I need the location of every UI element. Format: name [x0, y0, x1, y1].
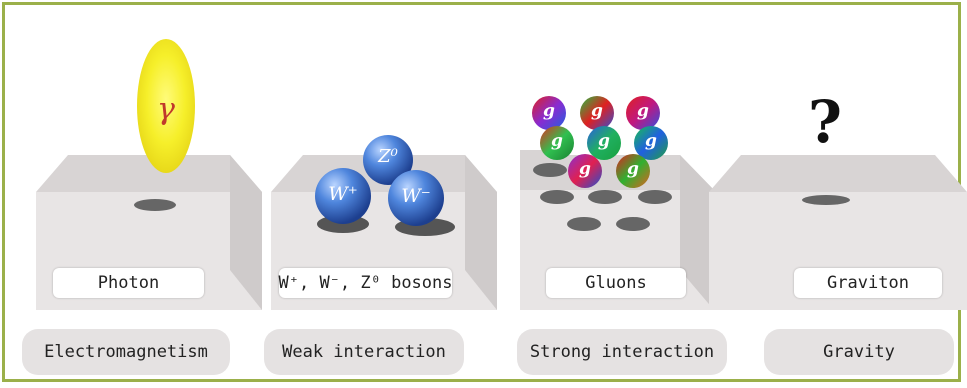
boson-w-plus [315, 168, 371, 224]
gluon-symbol: g [579, 159, 591, 179]
interaction-strong: Strong interaction [517, 329, 727, 375]
boson-w-minus [388, 170, 444, 226]
gluon-symbol: g [627, 159, 639, 179]
particle-label-graviton: Graviton [794, 268, 942, 298]
interaction-gravity: Gravity [764, 329, 954, 375]
interaction-electromagnetism: Electromagnetism [22, 329, 230, 375]
gluon-symbol: g [551, 131, 563, 151]
gluon-symbol: g [543, 101, 555, 121]
w-plus-symbol: W⁺ [328, 183, 358, 205]
w-minus-symbol: W⁻ [401, 185, 431, 207]
gluon [634, 126, 668, 160]
particle-label-gluons: Gluons [546, 268, 686, 298]
gluon [540, 126, 574, 160]
photon-symbol: γ [157, 92, 175, 127]
particle-label-photon: Photon [53, 268, 204, 298]
photon-particle [137, 39, 195, 173]
boson-z [363, 135, 413, 185]
gluon [626, 96, 660, 130]
gluon [587, 126, 621, 160]
gluon [532, 96, 566, 130]
gluon-symbol: g [645, 131, 657, 151]
interaction-weak: Weak interaction [264, 329, 464, 375]
gluon [616, 154, 650, 188]
gluon-cluster [532, 96, 668, 188]
gluon-symbol: g [598, 131, 610, 151]
graviton-question-mark: ? [808, 88, 842, 156]
particle-label-weak-bosons: W⁺, W⁻, Z⁰ bosons [279, 268, 453, 298]
gluon [568, 154, 602, 188]
z-boson-symbol: Z⁰ [378, 146, 398, 167]
gluon-symbol: g [637, 101, 649, 121]
gluon-symbol: g [591, 101, 603, 121]
gluon [580, 96, 614, 130]
